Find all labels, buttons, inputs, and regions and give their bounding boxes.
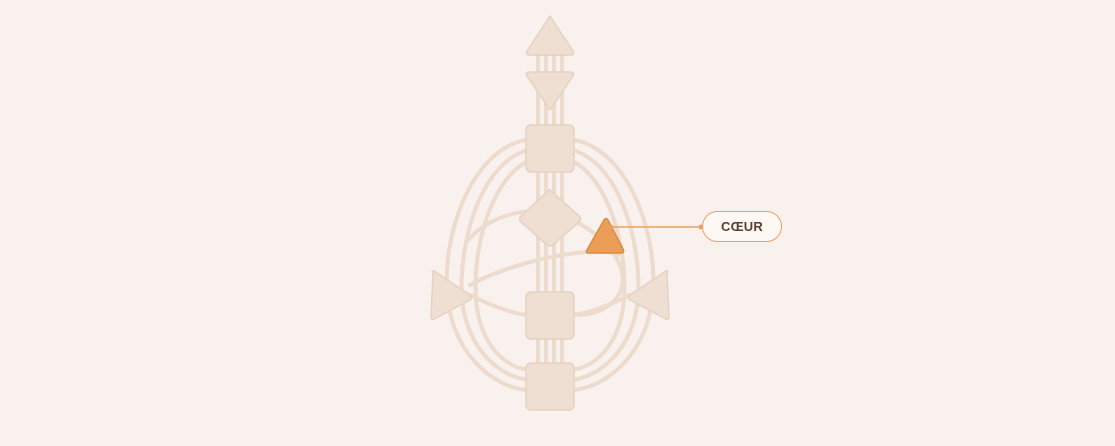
centers	[430, 15, 670, 411]
heart-callout-text: CŒUR	[721, 219, 763, 234]
channel-line	[568, 138, 656, 392]
spleen-center	[430, 270, 473, 320]
root-center	[525, 362, 575, 411]
connector-dot	[608, 224, 614, 230]
heart-callout-label[interactable]: CŒUR	[702, 211, 782, 242]
head-center	[525, 15, 575, 56]
ajna-center	[525, 71, 575, 111]
callout-connector	[608, 224, 704, 230]
g-center	[518, 188, 582, 247]
heart-center[interactable]	[585, 217, 625, 254]
solar-plexus-center	[627, 270, 670, 320]
sacral-center	[525, 291, 575, 340]
throat-center	[525, 124, 575, 173]
